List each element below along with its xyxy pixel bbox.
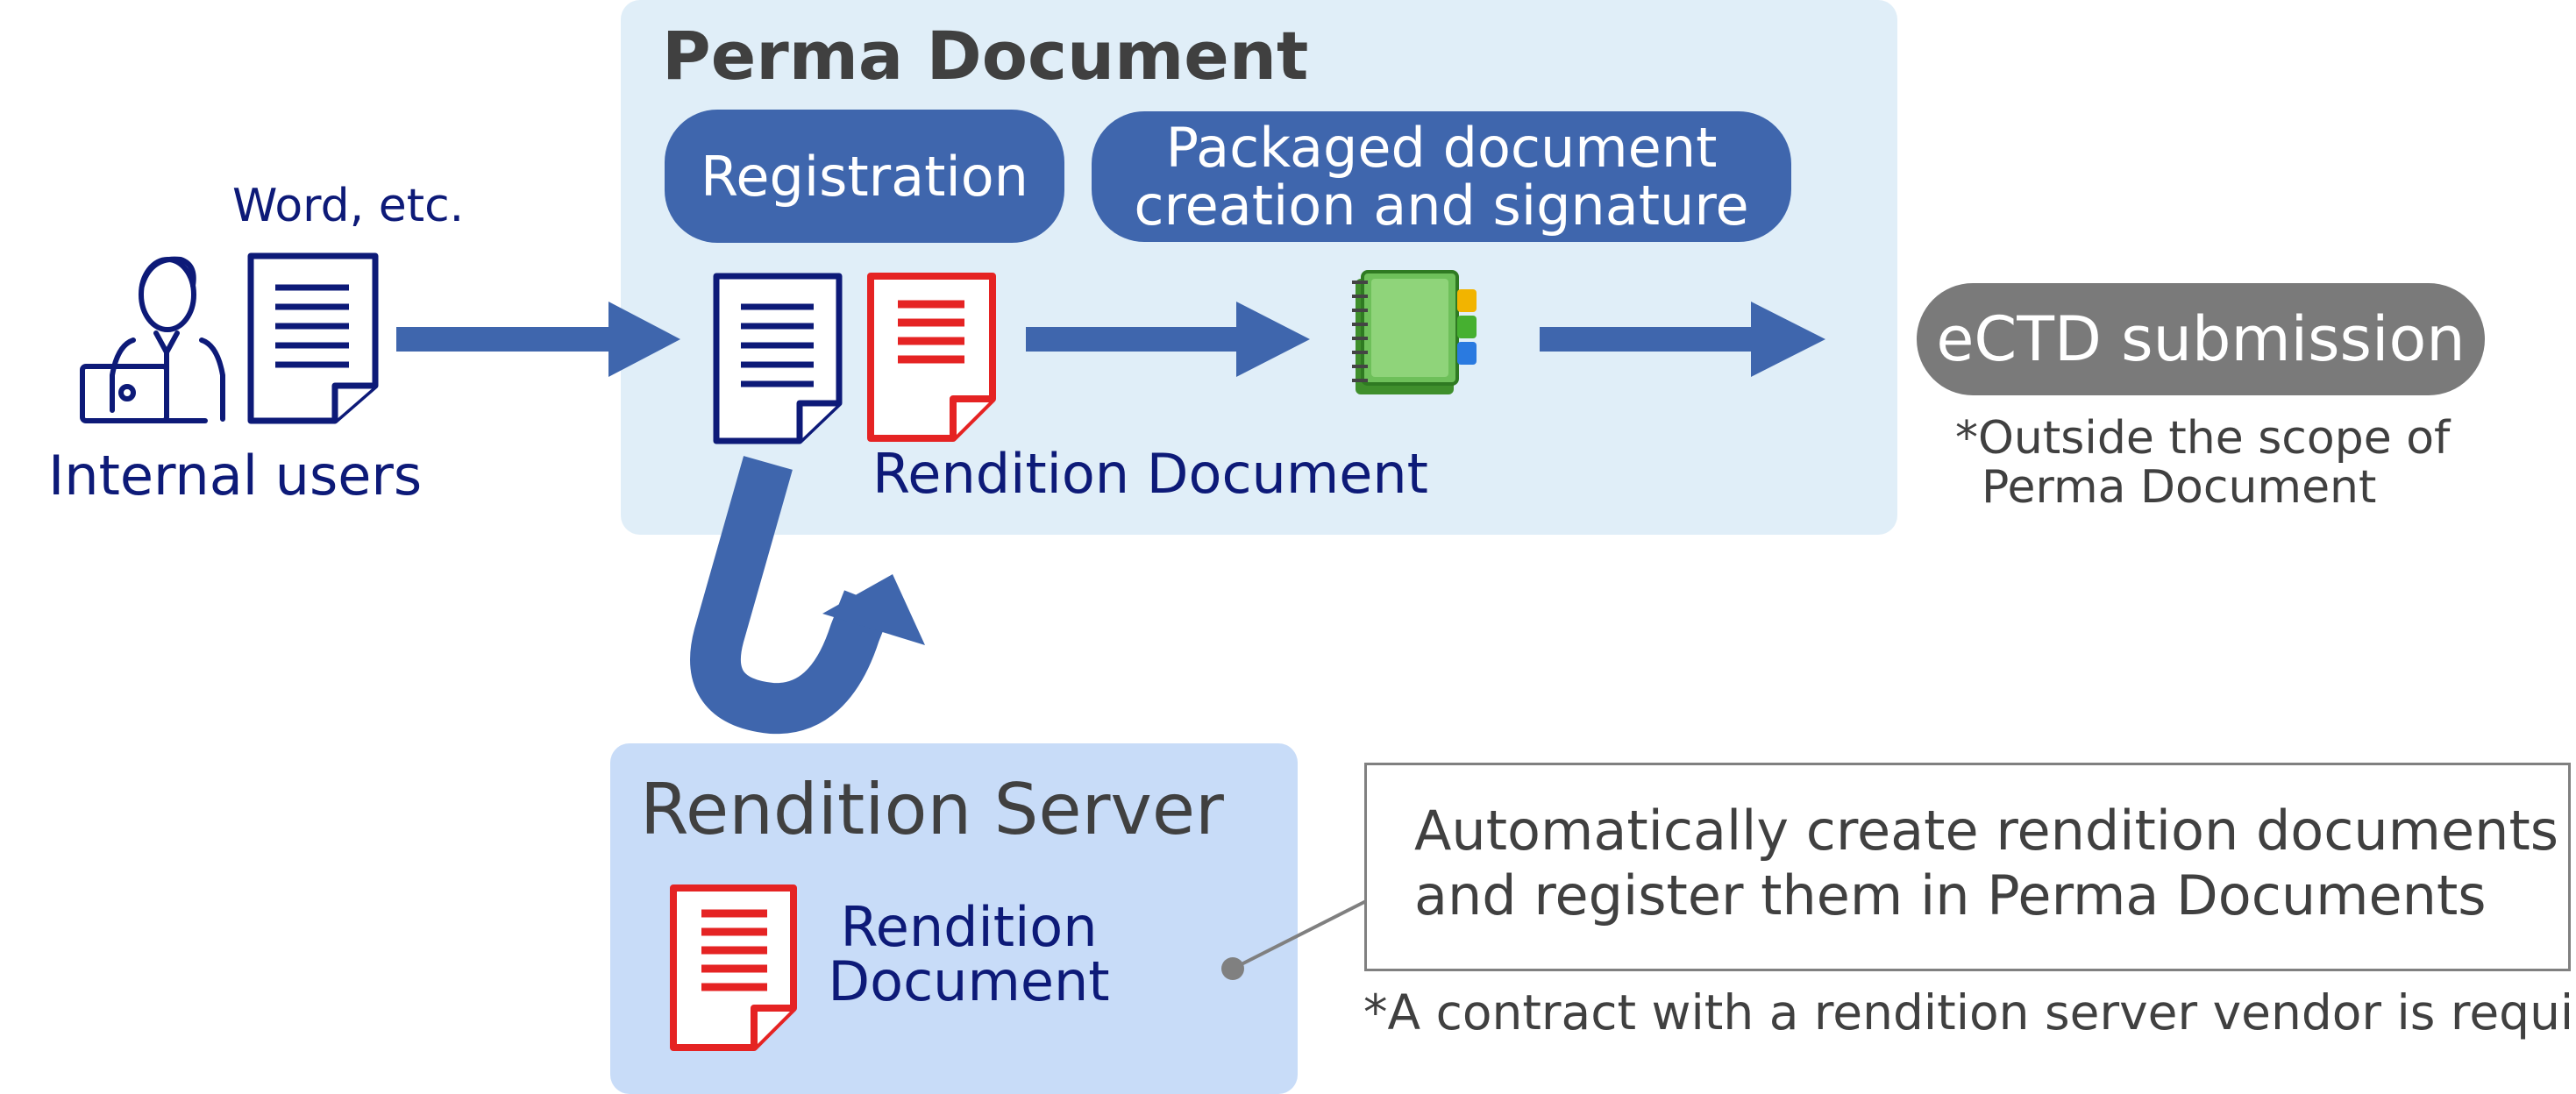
packaging-label-line1: Packaged document xyxy=(1165,116,1718,181)
callout-line2: and register them in Perma Documents xyxy=(1414,863,2487,928)
ectd-note-line1: *Outside the scope of xyxy=(1955,412,2451,465)
server-rendition-line2: Document xyxy=(828,949,1110,1013)
server-rendition-label: Rendition Document xyxy=(815,900,1122,1009)
registration-step: Registration xyxy=(665,110,1064,243)
registration-label: Registration xyxy=(701,144,1028,209)
arrow-to-registration xyxy=(396,302,680,377)
ectd-note-line2: Perma Document xyxy=(1982,461,2377,515)
rendition-server-title: Rendition Server xyxy=(640,769,1224,850)
perma-document-panel xyxy=(621,0,1897,535)
pdf-rendition-icon xyxy=(867,273,996,442)
arrow-to-packaging xyxy=(1026,302,1310,377)
internal-users-label: Internal users xyxy=(48,444,423,508)
rendition-document-label: Rendition Document xyxy=(872,442,1428,506)
rendition-roundtrip-arrow xyxy=(690,456,925,735)
contract-note: *A contract with a rendition server vend… xyxy=(1363,984,2576,1041)
server-rendition-doc-icon xyxy=(670,884,797,1051)
ectd-submission-badge: eCTD submission xyxy=(1917,283,2485,395)
packaging-label-line2: creation and signature xyxy=(1134,173,1749,238)
perma-document-title: Perma Document xyxy=(662,17,1309,95)
user-with-laptop-icon xyxy=(80,256,225,423)
binder-icon xyxy=(1352,270,1477,394)
word-label: Word, etc. xyxy=(232,180,465,232)
callout-box: Automatically create rendition documents… xyxy=(1364,763,2571,971)
ectd-scope-note: *Outside the scope of Perma Document xyxy=(1955,414,2450,512)
word-document-icon xyxy=(247,252,379,424)
packaging-step: Packaged document creation and signature xyxy=(1092,111,1791,242)
callout-connector xyxy=(1221,899,1367,980)
server-rendition-line1: Rendition xyxy=(840,895,1098,959)
ectd-label: eCTD submission xyxy=(1936,303,2466,375)
arrow-to-ectd xyxy=(1540,302,1825,377)
callout-line1: Automatically create rendition documents xyxy=(1414,799,2559,863)
document-icon xyxy=(713,273,843,444)
